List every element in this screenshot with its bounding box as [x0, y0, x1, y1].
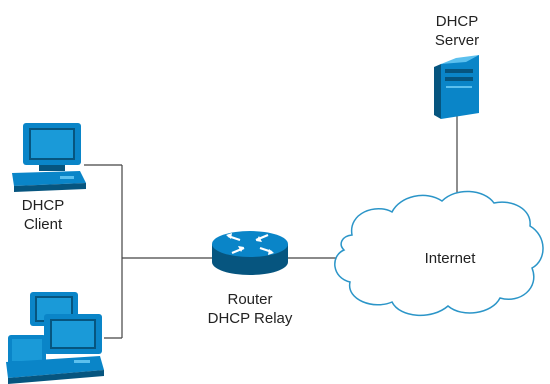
internet-label: Internet — [424, 250, 476, 267]
dhcp-client-pc-icon — [12, 123, 86, 192]
dhcp-server-icon — [434, 55, 479, 119]
dhcp-server-label-line2: Server — [434, 32, 480, 49]
router-icon — [212, 231, 288, 275]
dhcp-server-label: DHCP Server — [426, 12, 488, 50]
router-label-line2: DHCP Relay — [207, 310, 293, 327]
pc-group-icon — [6, 292, 104, 384]
internet-cloud — [334, 190, 544, 317]
dhcp-server-label-line1: DHCP — [435, 13, 479, 30]
connections — [84, 116, 458, 339]
router-label: Router DHCP Relay — [200, 290, 300, 328]
dhcp-client-label: DHCP Client — [12, 196, 74, 234]
dhcp-client-label-line2: Client — [23, 216, 63, 233]
router-label-line1: Router — [227, 291, 273, 308]
dhcp-client-label-line1: DHCP — [21, 197, 65, 214]
